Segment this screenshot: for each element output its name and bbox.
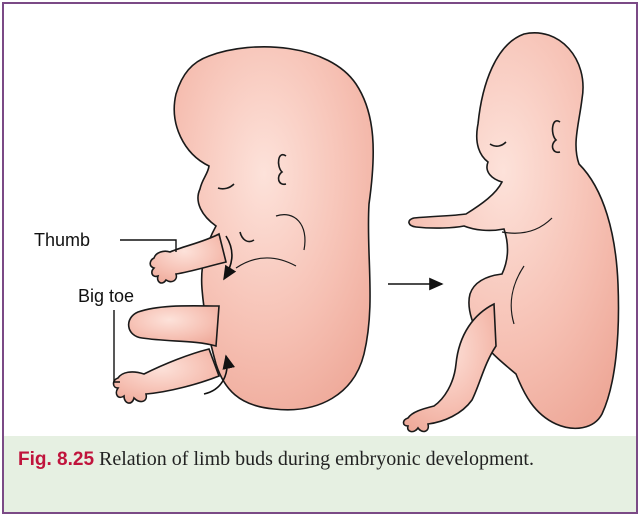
- figure-number: Fig. 8.25: [18, 449, 94, 470]
- embryo-illustration: Thumb Big toe: [4, 4, 636, 436]
- thumb-leader-line: [120, 240, 176, 252]
- big-toe-label: Big toe: [78, 286, 134, 306]
- caption-text: Relation of limb buds during embryonic d…: [99, 448, 534, 470]
- big-toe-leader-line: [114, 310, 120, 382]
- early-embryo: [114, 47, 374, 410]
- early-embryo-leg: [129, 306, 219, 346]
- caption-band: Fig. 8.25 Relation of limb buds during e…: [4, 436, 636, 512]
- thumb-label: Thumb: [34, 230, 90, 250]
- later-embryo-leg: [404, 304, 497, 432]
- figure-frame: Thumb Big toe Fig. 8.25 Relation of limb…: [2, 2, 638, 514]
- figure-caption: Fig. 8.25 Relation of limb buds during e…: [18, 446, 622, 473]
- later-embryo: [404, 33, 619, 432]
- early-embryo-foot: [114, 349, 220, 403]
- later-embryo-body: [409, 33, 619, 429]
